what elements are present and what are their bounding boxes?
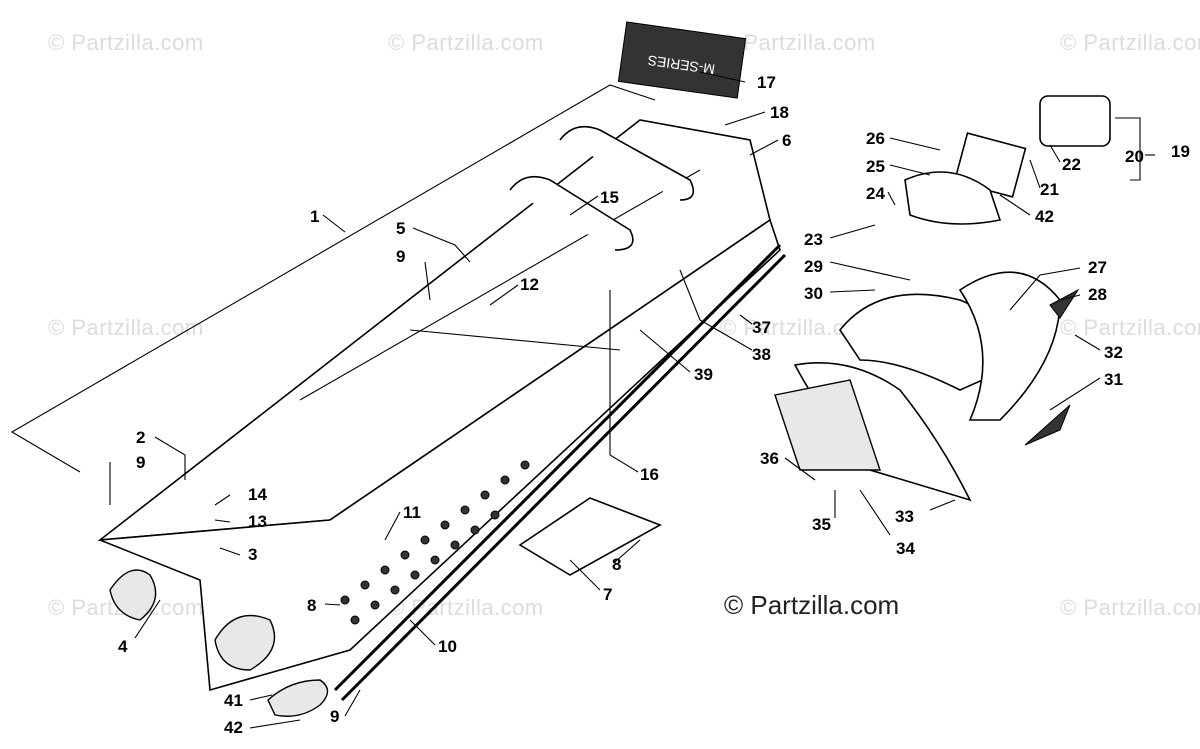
callout-12: 12 xyxy=(520,275,539,294)
callout-5: 5 xyxy=(396,219,405,238)
callout-31: 31 xyxy=(1104,370,1123,389)
grab-bar xyxy=(509,175,634,251)
vent-holes xyxy=(340,460,530,625)
callout-42: 42 xyxy=(1035,207,1054,226)
callout-23: 23 xyxy=(804,230,823,249)
copyright: © Partzilla.com xyxy=(724,590,900,620)
callout-17: 17 xyxy=(757,73,776,92)
callout-35: 35 xyxy=(812,515,831,534)
callout-4: 4 xyxy=(118,637,128,656)
callout-10: 10 xyxy=(438,637,457,656)
callout-9: 9 xyxy=(136,453,145,472)
callout-37: 37 xyxy=(752,318,771,337)
flap-plate xyxy=(774,379,881,471)
front-cap xyxy=(267,679,329,717)
callout-9: 9 xyxy=(330,707,339,726)
callout-8: 8 xyxy=(307,596,316,615)
callout-38: 38 xyxy=(752,345,771,364)
callout-7: 7 xyxy=(603,585,612,604)
watermark: © Partzilla.com xyxy=(1060,30,1200,55)
callout-42: 42 xyxy=(224,718,243,737)
callout-29: 29 xyxy=(804,257,823,276)
callout-11: 11 xyxy=(403,503,421,522)
watermark: © Partzilla.com xyxy=(388,30,544,55)
decal: M-SERIES xyxy=(617,21,747,99)
callout-16: 16 xyxy=(640,465,659,484)
callout-41: 41 xyxy=(224,691,243,710)
callout-19: 19 xyxy=(1171,142,1190,161)
callout-28: 28 xyxy=(1088,285,1107,304)
callout-18: 18 xyxy=(770,103,789,122)
bumper-bracket xyxy=(958,271,1061,421)
callout-2: 2 xyxy=(136,428,145,447)
callout-20: 20 xyxy=(1125,147,1144,166)
frame-line xyxy=(10,84,656,473)
callout-27: 27 xyxy=(1088,258,1107,277)
grab-bar xyxy=(559,125,695,201)
tunnel-seam xyxy=(299,169,701,401)
callout-32: 32 xyxy=(1104,343,1123,362)
callout-21: 21 xyxy=(1040,180,1059,199)
reflector xyxy=(1024,404,1071,446)
tunnel-cutout xyxy=(214,614,276,671)
callout-25: 25 xyxy=(866,157,885,176)
taillight xyxy=(1039,95,1111,147)
callout-13: 13 xyxy=(248,512,267,531)
callouts: 1 2 9 3 4 14 13 8 41 42 9 10 11 xyxy=(109,71,1190,737)
callout-36: 36 xyxy=(760,449,779,468)
callout-14: 14 xyxy=(248,485,267,504)
callout-33: 33 xyxy=(895,507,914,526)
tunnel-seam xyxy=(409,329,621,351)
callout-39: 39 xyxy=(694,365,713,384)
callout-26: 26 xyxy=(866,129,885,148)
watermark: © Partzilla.com xyxy=(720,30,876,55)
callout-30: 30 xyxy=(804,284,823,303)
callout-8: 8 xyxy=(612,555,621,574)
watermark: © Partzilla.com xyxy=(1060,595,1200,620)
watermark: © Partzilla.com xyxy=(48,30,204,55)
side-rail xyxy=(333,243,782,692)
callout-24: 24 xyxy=(866,184,885,203)
callout-3: 3 xyxy=(248,545,257,564)
callout-6: 6 xyxy=(782,131,791,150)
callout-22: 22 xyxy=(1062,155,1081,174)
callout-1: 1 xyxy=(310,207,319,226)
watermark: © Partzilla.com xyxy=(1060,315,1200,340)
callout-15: 15 xyxy=(600,188,619,207)
watermark: © Partzilla.com xyxy=(388,595,544,620)
snow-flap xyxy=(518,497,662,576)
callout-34: 34 xyxy=(896,539,915,558)
rear-cover xyxy=(904,171,1002,225)
callout-9: 9 xyxy=(396,247,405,266)
tunnel-cutout xyxy=(109,569,157,621)
